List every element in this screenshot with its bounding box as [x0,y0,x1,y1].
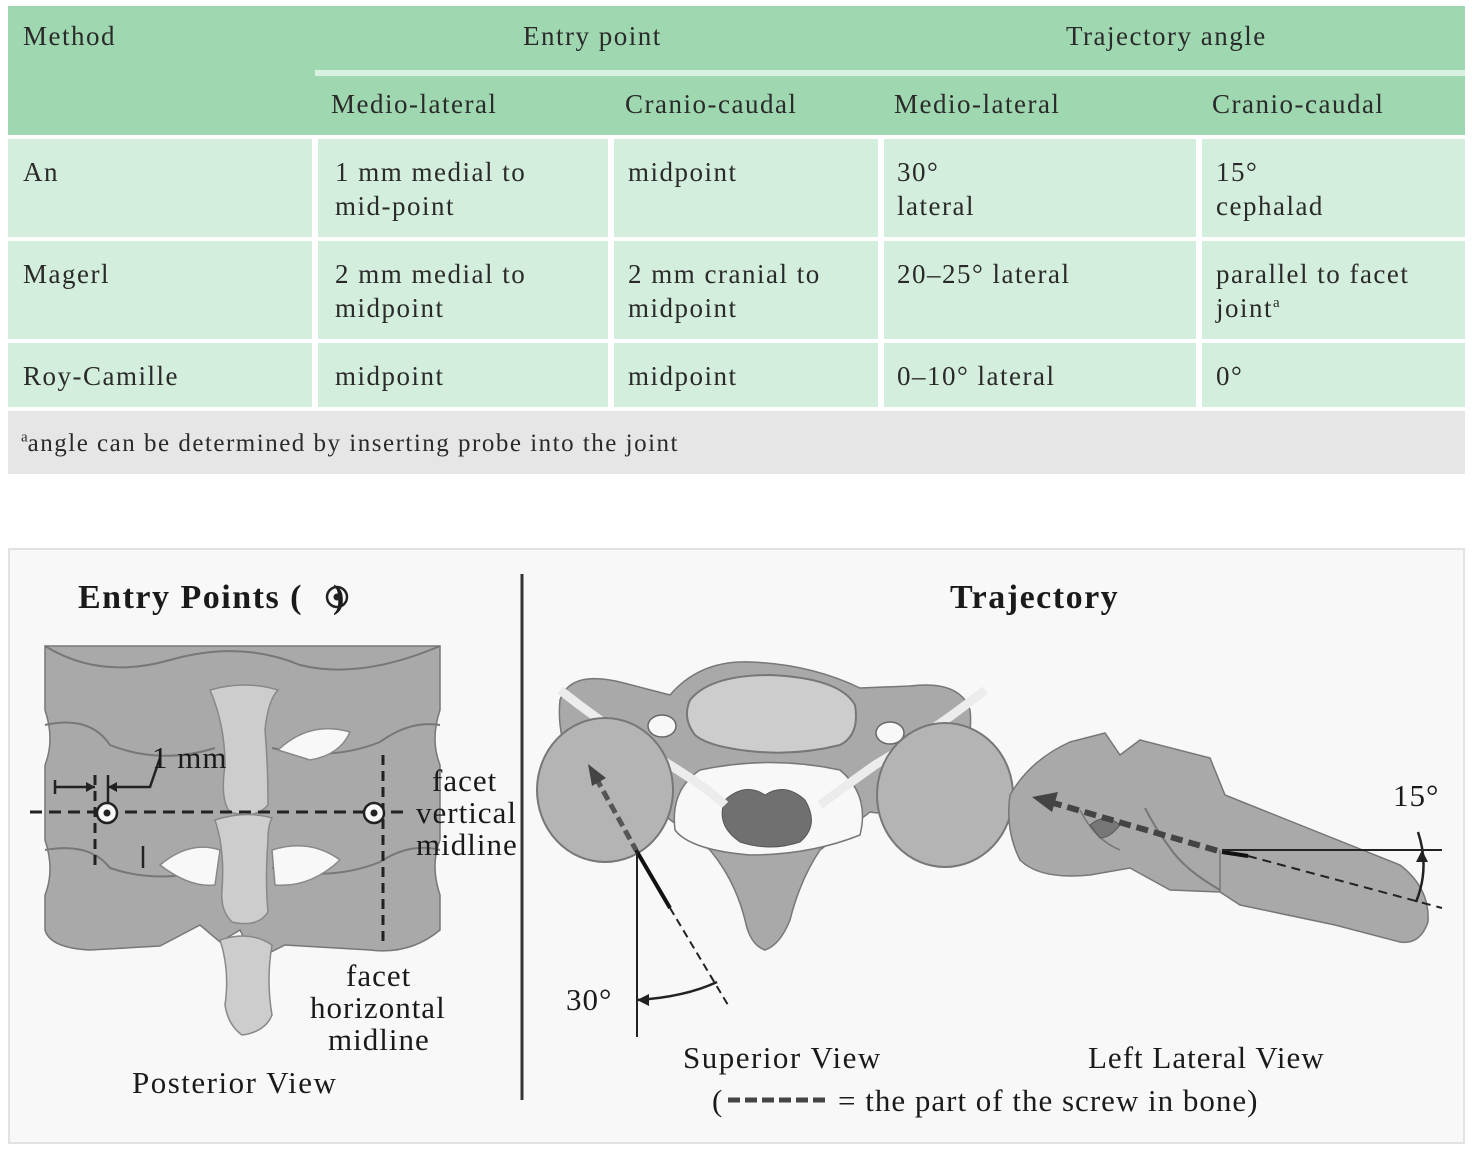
posterior-view-illustration [30,645,441,1036]
row-an-traj-cc-2: cephalad [1216,191,1324,221]
legend-open-paren: ( [712,1083,722,1118]
angle-15-label: 15° [1393,778,1439,813]
header-divider [315,70,1465,76]
superior-view-illustration [536,661,1014,1037]
header-trajectory-medio-lateral: Medio-lateral [894,89,1061,119]
label-facet-horizontal-2: horizontal [310,990,446,1025]
row-an-entry-ml-1: 1 mm medial to [335,157,527,187]
entry-points-title: Entry Points () [78,579,346,616]
table-footnote-band [8,411,1465,474]
posterior-view-label: Posterior View [132,1065,337,1100]
table-cell [614,241,878,339]
footnote-text: angle can be determined by inserting pro… [27,430,679,457]
table-footnote: aangle can be determined by inserting pr… [21,427,679,461]
table-cell [8,343,312,407]
figure-canvas: Entry Points () Trajectory [30,574,1443,1118]
footnote-mark: a [21,429,28,446]
table-cell [318,343,608,407]
label-facet-horizontal-1: facet [346,958,411,993]
table-cell [8,139,312,237]
header-entry-cranio-caudal: Cranio-caudal [625,89,798,119]
label-facet-horizontal-3: midline [328,1022,430,1057]
header-trajectory-angle: Trajectory angle [1066,21,1267,51]
row-an-traj-ml-2: lateral [897,191,975,221]
label-facet-vertical-3: midline [416,827,518,862]
table-cell [884,343,1196,407]
table-cell [8,241,312,339]
row-magerl-traj-cc-1: parallel to facet [1216,259,1410,289]
row-an-entry-cc: midpoint [628,157,738,187]
row-roy-camille-entry-ml: midpoint [335,361,445,391]
row-an-method: An [23,157,59,187]
row-magerl-entry-ml-2: midpoint [335,293,445,323]
table-cell [614,139,878,237]
footnote-marker: a [1273,295,1280,311]
table-cell [884,241,1196,339]
label-1mm: 1 mm [152,740,227,775]
row-roy-camille-traj-cc: 0° [1216,361,1244,391]
header-method: Method [23,21,116,51]
trajectory-title: Trajectory [950,579,1119,616]
header-entry-point: Entry point [523,21,662,51]
table-cell [1202,139,1465,237]
table-cell [1202,343,1465,407]
label-facet-vertical-1: facet [432,763,497,798]
row-roy-camille-entry-cc: midpoint [628,361,738,391]
row-an-traj-ml-1: 30° [897,157,940,187]
table-cell [318,241,608,339]
table-cell [614,343,878,407]
left-lateral-view-label: Left Lateral View [1088,1040,1325,1075]
table-cell [884,139,1196,237]
header-trajectory-cranio-caudal: Cranio-caudal [1212,89,1385,119]
row-magerl-traj-cc-2-text: joint [1216,293,1274,323]
row-roy-camille-traj-ml: 0–10° lateral [897,361,1056,391]
table-cell [1202,241,1465,339]
row-magerl-traj-ml: 20–25° lateral [897,259,1071,289]
row-magerl-entry-ml-1: 2 mm medial to [335,259,527,289]
row-magerl-entry-cc-2: midpoint [628,293,738,323]
legend-text: = the part of the screw in bone) [838,1083,1258,1118]
angle-30-label: 30° [566,982,612,1017]
row-magerl-method: Magerl [23,259,110,289]
row-an-traj-cc-1: 15° [1216,157,1259,187]
row-roy-camille-method: Roy-Camille [23,361,179,391]
label-facet-vertical-2: vertical [416,795,517,830]
header-entry-medio-lateral: Medio-lateral [331,89,498,119]
screw-figure: Entry Points () Trajectory [8,548,1465,1144]
left-lateral-view-illustration [1008,732,1443,944]
row-magerl-entry-cc-1: 2 mm cranial to [628,259,821,289]
superior-view-label: Superior View [683,1040,882,1075]
row-magerl-traj-cc-2: jointa [1216,291,1280,325]
entry-point-symbol-icon [325,585,349,609]
screw-methods-table: Method Entry point Trajectory angle Medi… [8,6,1465,474]
row-an-entry-ml-2: mid-point [335,191,455,221]
table-cell [318,139,608,237]
